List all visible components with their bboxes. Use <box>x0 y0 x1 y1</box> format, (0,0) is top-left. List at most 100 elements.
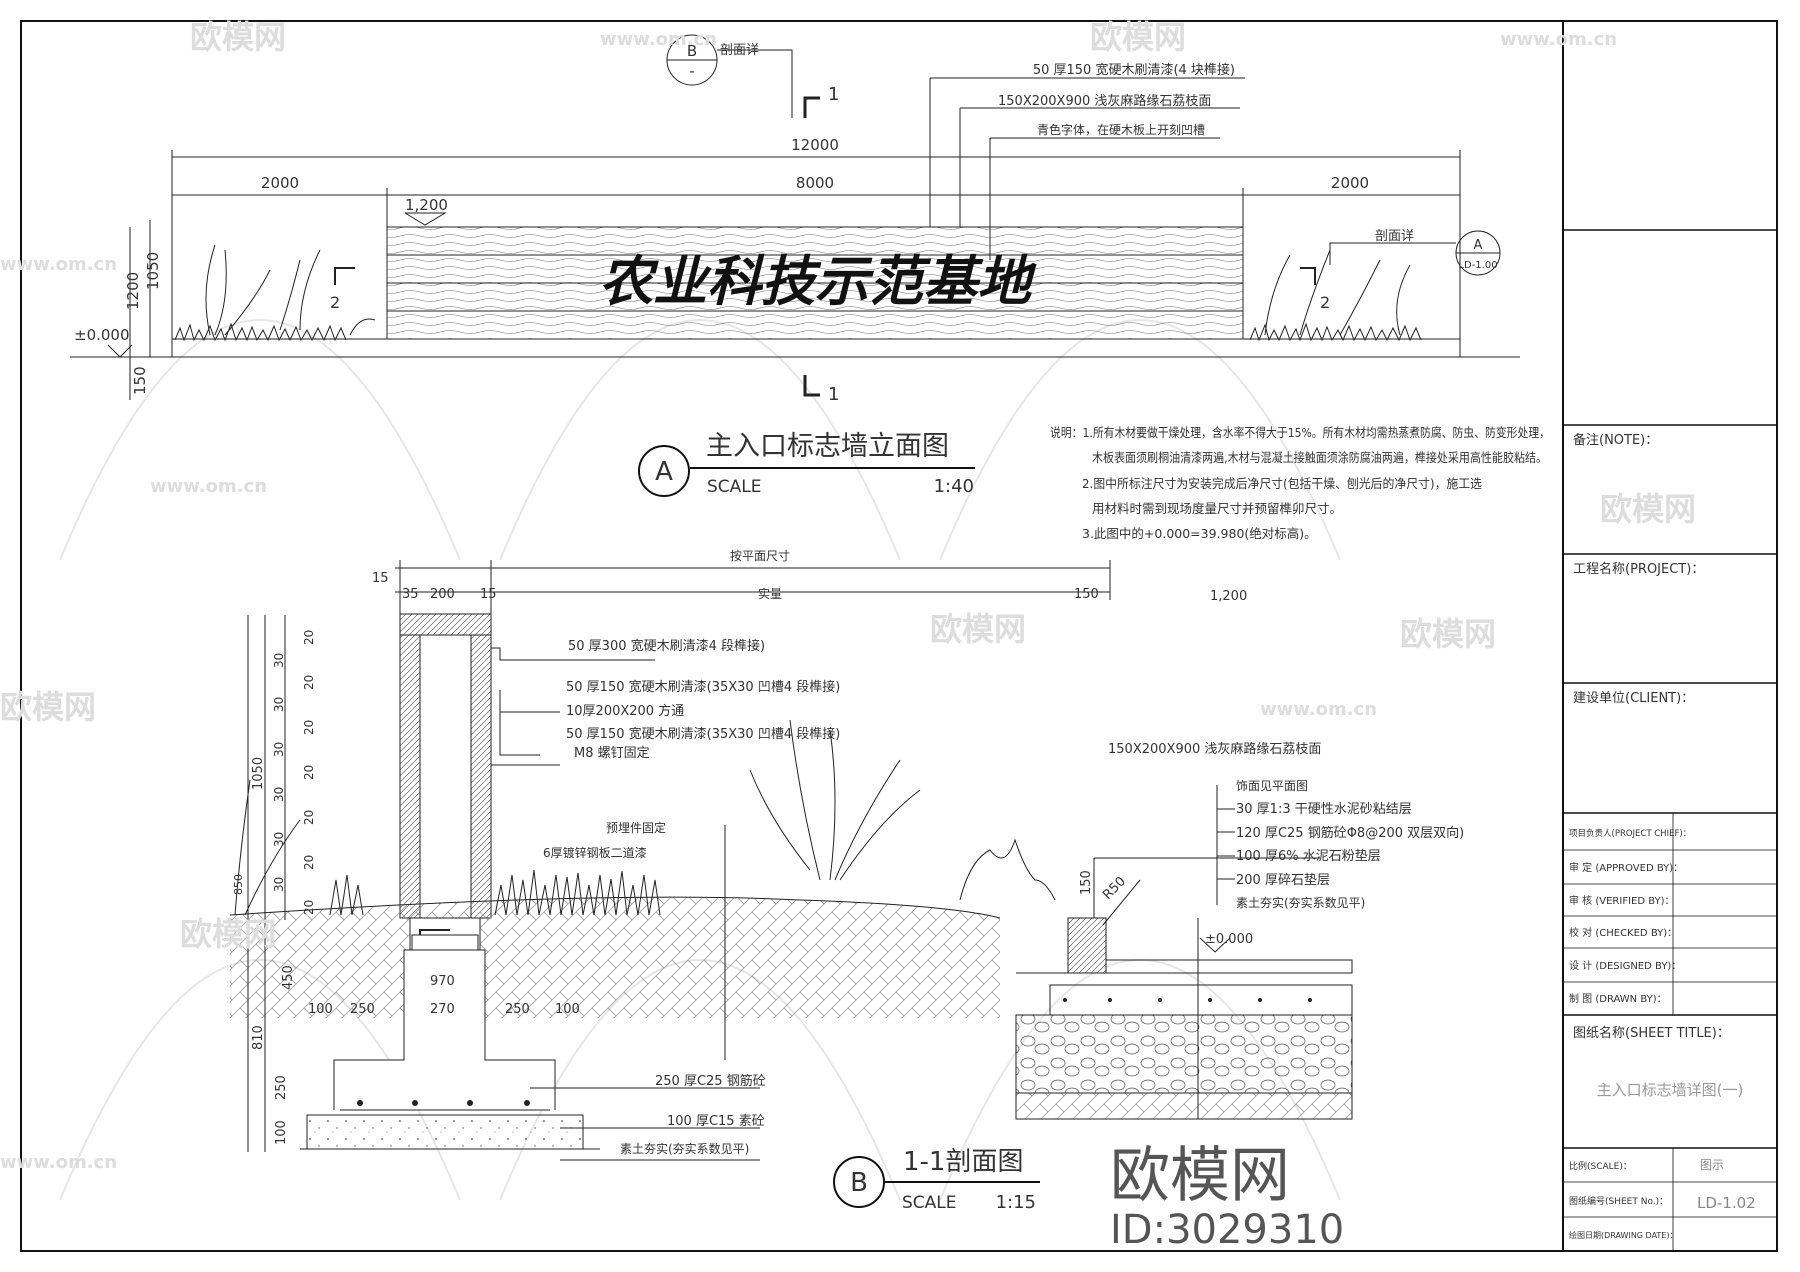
watermark-logo: 欧模网 <box>1400 615 1496 653</box>
paving-section <box>1015 785 1353 1120</box>
watermark-logo: 欧模网 <box>190 18 286 56</box>
dim-left-8: 20 <box>302 810 316 825</box>
elevation-view <box>70 34 1520 400</box>
callout-b-sub: - <box>689 62 694 80</box>
plant-left <box>205 244 376 336</box>
dim-left-3: 30 <box>272 697 286 712</box>
dim-left-12: 20 <box>302 900 316 915</box>
section-mark-right: 2 <box>1320 293 1330 312</box>
tb-checked-by: 校 对 (CHECKED BY)： <box>1569 926 1677 939</box>
general-notes: 说明：1.所有木材要做干燥处理，含水率不得大于15%。所有木材均需热蒸煮防腐、防… <box>1050 425 1550 541</box>
tb-project: 工程名称(PROJECT)： <box>1573 561 1704 577</box>
gravel-layer <box>1015 1014 1353 1094</box>
dim-left-4: 20 <box>302 720 316 735</box>
leader-compacted-soil: 素土夯实(夯实系数见平) <box>620 1141 749 1156</box>
leader-top-board: 50 厚300 宽硬木刷清漆4 段榫接) <box>568 638 765 654</box>
watermark-logo: 欧模网 <box>1090 18 1186 56</box>
plant-left-section <box>234 779 364 916</box>
leader-screw: M8 螺钉固定 <box>574 746 650 761</box>
dim-1050: 1050 <box>251 757 266 790</box>
dim-left-1: 30 <box>272 653 286 668</box>
plain-concrete-base <box>306 1114 584 1150</box>
left-dim-stack: 20 30 20 30 20 30 20 30 20 30 20 30 20 <box>272 630 316 915</box>
watermark-logo: 欧模网 <box>180 915 276 953</box>
tb-verified-by: 审 核 (VERIFIED BY)： <box>1569 894 1675 907</box>
section-title: B 1-1剖面图 SCALE 1:15 <box>833 1147 1040 1213</box>
curb-stone <box>1067 917 1107 974</box>
dim-150: 150 <box>1074 587 1099 602</box>
paving-rc-slab: 120 厚C25 钢筋砼Φ8@200 双层双向) <box>1236 825 1464 841</box>
dim-left-5: 30 <box>272 742 286 757</box>
drawing-frame <box>20 20 1778 1252</box>
leader-steel-tube: 10厚200X200 方通 <box>566 703 684 719</box>
watermark-logo: 欧模网 <box>930 610 1026 648</box>
section-mark-left: 2 <box>330 293 340 312</box>
watermark-url: www.om.cn <box>0 1152 117 1173</box>
leader-steel-plate: 6厚镀锌钢板二道漆 <box>543 846 647 860</box>
section-scale: 1:15 <box>996 1192 1036 1213</box>
dim-270: 270 <box>430 1002 455 1017</box>
dim-right: 2000 <box>1331 174 1369 192</box>
title-block-text: 备注(NOTE)： 工程名称(PROJECT)： 建设单位(CLIENT)： 项… <box>1569 432 1756 1240</box>
dim-15-right: 15 <box>480 587 497 602</box>
paving-finish: 饰面见平面图 <box>1236 779 1308 793</box>
dim-middle: 8000 <box>796 174 834 192</box>
dim-left-7: 30 <box>272 787 286 802</box>
section-labels: 按平面尺寸 实量 15 35 200 15 150 1,200 50 厚300 … <box>232 549 1464 1156</box>
leader-board-lower: 50 厚150 宽硬木刷清漆(35X30 凹槽4 段榫接) <box>566 726 840 742</box>
callout-a-letter: A <box>1474 238 1483 253</box>
dim-250-vertical: 250 <box>274 1075 289 1100</box>
dim-zero-section: ±0.000 <box>1205 932 1253 947</box>
dim-100-left: 100 <box>308 1002 333 1017</box>
callout-b-label: 剖面详 <box>720 43 759 58</box>
grass-left <box>174 322 347 342</box>
tb-date-label: 绘图日期(DRAWING DATE)： <box>1569 1230 1677 1240</box>
tb-sheet-no-label: 图纸编号(SHEET No.)： <box>1569 1195 1668 1207</box>
elevation-scale: 1:40 <box>934 476 974 497</box>
dim-970: 970 <box>430 974 455 989</box>
plant-right <box>1264 249 1411 336</box>
note-line-3: 2.图中所标注尺寸为安装完成后净尺寸(包括干燥、刨光后的净尺寸)，施工选 <box>1082 476 1482 491</box>
dim-850: 850 <box>232 874 245 895</box>
elevation-scale-label: SCALE <box>707 477 762 497</box>
dim-left-11: 30 <box>272 877 286 892</box>
callout-a-sub: LD-1.00 <box>1458 260 1497 271</box>
leader-embedded-part: 预埋件固定 <box>606 820 666 835</box>
watermark-url: www.om.cn <box>1500 29 1617 50</box>
compacted-soil <box>1015 1092 1353 1120</box>
dim-by-plan: 按平面尺寸 <box>730 549 790 563</box>
dim-250-left: 250 <box>350 1002 375 1017</box>
note-line-2: 木板表面须刷桐油清漆两遍,木材与混凝土接触面须涂防腐油两遍，榫接处采用高性能胶粘… <box>1092 450 1547 465</box>
section-title-letter: B <box>850 1168 868 1198</box>
dim-h2: 1050 <box>144 252 162 290</box>
dim-total: 12000 <box>791 136 839 154</box>
paving-soil: 素土夯实(夯实系数见平) <box>1236 895 1365 910</box>
shrub <box>959 838 1056 901</box>
tb-scale-value: 图示 <box>1700 1158 1724 1172</box>
dim-450: 450 <box>281 965 296 990</box>
dim-base: 150 <box>131 366 149 395</box>
leader-curb-stone: 150X200X900 浅灰麻路缘石荔枝面 <box>998 93 1211 109</box>
dim-left-0: 20 <box>302 630 316 645</box>
callout-a-label: 剖面详 <box>1375 229 1414 244</box>
tb-note: 备注(NOTE)： <box>1573 432 1658 448</box>
note-line-5: 3.此图中的+0.000=39.980(绝对标高)。 <box>1082 526 1317 541</box>
paving-curb: 150X200X900 浅灰麻路缘石荔枝面 <box>1108 741 1321 757</box>
soil <box>230 897 1000 1018</box>
dim-200: 200 <box>430 587 455 602</box>
paving-stone-powder: 100 厚6% 水泥石粉垫层 <box>1236 848 1381 864</box>
tb-sheet-title: 主入口标志墙详图(一) <box>1597 1081 1744 1099</box>
tb-client: 建设单位(CLIENT)： <box>1573 691 1694 706</box>
section-mark-bottom: 1 <box>828 384 839 405</box>
watermark-url: www.om.cn <box>1260 699 1377 720</box>
leader-plain-concrete: 100 厚C15 素砼 <box>667 1114 765 1129</box>
sign-text: 农业科技示范基地 <box>599 250 1037 313</box>
note-line-1: 说明：1.所有木材要做干燥处理，含水率不得大于15%。所有木材均需热蒸煮防腐、防… <box>1050 425 1550 440</box>
dim-left-6: 20 <box>302 765 316 780</box>
dim-level: 1,200 <box>405 196 448 214</box>
dim-h1: 1200 <box>124 272 142 310</box>
tb-sheet-no: LD-1.02 <box>1697 1194 1756 1212</box>
dim-zero: ±0.000 <box>74 326 130 344</box>
dim-left-2: 20 <box>302 675 316 690</box>
